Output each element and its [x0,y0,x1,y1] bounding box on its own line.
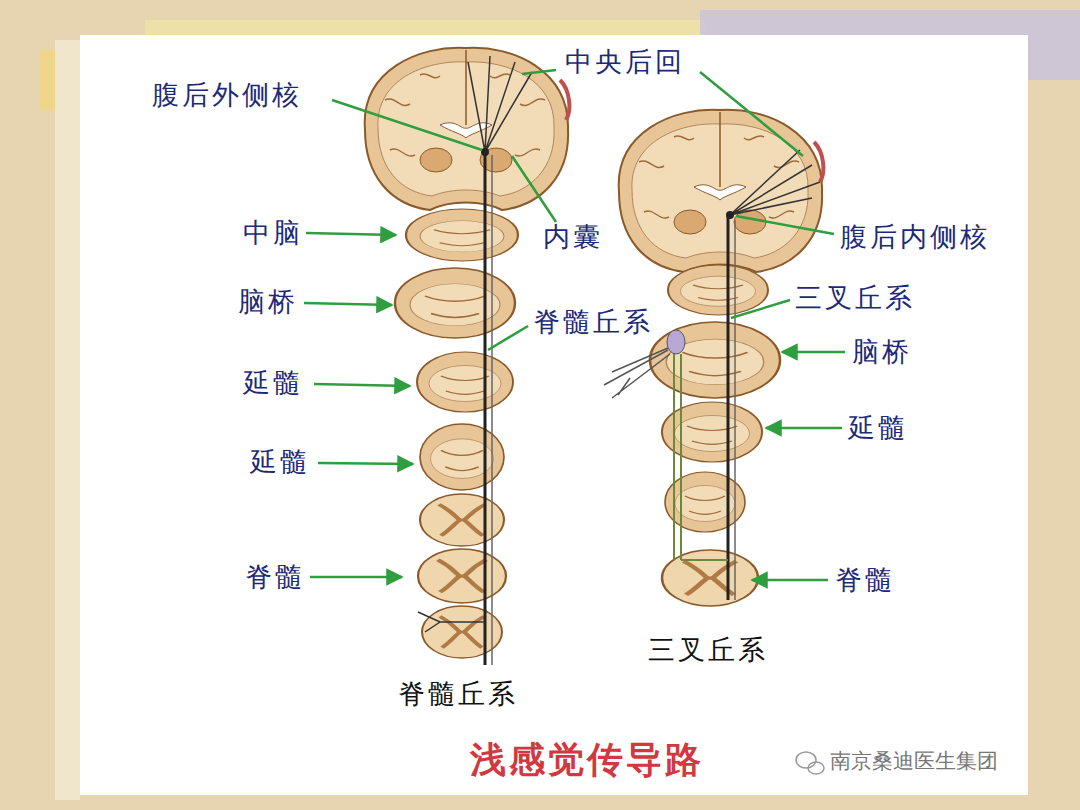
part-label: 三叉丘系 [795,282,915,314]
figure-caption: 三叉丘系 [648,634,768,666]
part-label: 脑桥 [852,336,912,368]
part-label: 脊髓丘系 [533,306,653,338]
figure-caption: 脊髓丘系 [398,678,518,710]
watermark: 南京桑迪医生集团 [830,749,998,774]
part-label: 腹后外侧核 [152,79,302,111]
part-label: 脑桥 [238,286,298,318]
part-label: 延髓 [243,367,303,399]
part-label: 中脑 [243,217,303,249]
part-label: 延髓 [848,412,908,444]
part-label: 内囊 [543,221,603,253]
part-label: 脊髓 [245,561,305,593]
slide-title: 浅感觉传导路 [470,738,704,781]
part-label: 脊髓 [835,564,895,596]
part-label: 腹后内侧核 [840,221,990,253]
part-label: 延髓 [250,446,310,478]
part-label: 中央后回 [565,46,685,78]
